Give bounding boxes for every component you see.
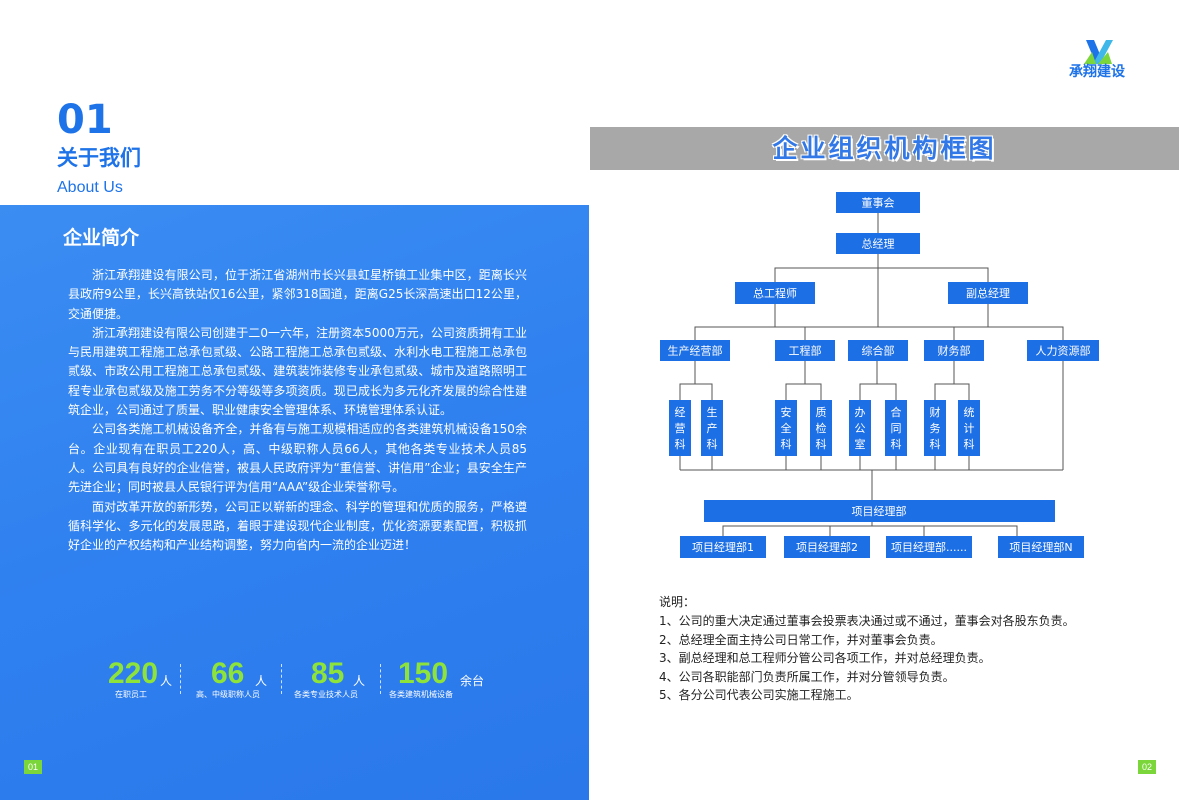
org-node-chief-engineer: 总工程师 (735, 282, 815, 304)
org-chart: 董事会 总经理 总工程师 副总经理 生产经营部 工程部 综合部 财务部 人力资源… (660, 192, 1099, 558)
stat-caption: 高、中级职称人员 (196, 690, 260, 699)
org-node-section: 生产科 (701, 400, 723, 456)
notes-list: 1、公司的重大决定通过董事会投票表决通过或不通过，董事会对各股东负责。 2、总经… (659, 612, 1075, 705)
notes-title: 说明： (659, 595, 696, 609)
org-node-label: 财务部 (938, 344, 971, 358)
org-chart-connectors (679, 213, 1064, 536)
org-node-label: 董事会 (862, 197, 895, 210)
note-item: 3、副总经理和总工程师分管公司各项工作，并对总经理负责。 (659, 651, 991, 665)
org-node-project: 项目经理部...... (886, 536, 972, 558)
stat-unit: 人 (255, 674, 268, 688)
org-node-department: 生产经营部 (660, 340, 730, 361)
stat-divider (180, 664, 182, 694)
org-section-label: 质检科 (816, 406, 827, 451)
note-item: 1、公司的重大决定通过董事会投票表决通过或不通过，董事会对各股东负责。 (659, 614, 1075, 628)
org-node-project-dept: 项目经理部 (704, 500, 1055, 522)
stat-caption: 各类专业技术人员 (294, 690, 358, 699)
org-node-section: 财务科 (924, 400, 946, 456)
org-section-label: 合同科 (891, 405, 902, 451)
intro-paragraph: 浙江承翔建设有限公司创建于二0一六年，注册资本5000万元，公司资质拥有工业与民… (68, 325, 527, 418)
org-section-label: 经营科 (675, 406, 686, 451)
intro-paragraph: 面对改革开放的新形势，公司正以崭新的理念、科学的管理和优质的服务，严格遵循科学化… (68, 499, 527, 553)
org-section-label: 生产科 (707, 405, 718, 451)
stat-value: 66 (211, 657, 245, 690)
page-number-left: 01 (24, 760, 42, 774)
org-node-section: 安全科 (775, 400, 797, 456)
org-node-board: 董事会 (836, 192, 920, 213)
org-node-department: 综合部 (848, 340, 908, 361)
note-item: 2、总经理全面主持公司日常工作，并对董事会负责。 (659, 632, 943, 647)
section-number: 01 (57, 97, 113, 143)
org-node-department: 工程部 (775, 340, 835, 361)
org-node-department: 财务部 (924, 340, 984, 361)
stat-value: 150 (398, 657, 449, 690)
org-node-label: 总经理 (862, 237, 895, 251)
org-node-label: 人力资源部 (1036, 344, 1091, 358)
note-item: 4、公司各职能部门负责所属工作，并对分管领导负责。 (659, 669, 955, 684)
org-node-department: 人力资源部 (1027, 340, 1099, 361)
stat-divider (281, 664, 283, 694)
org-node-label: 项目经理部 (852, 504, 907, 518)
org-node-label: 综合部 (862, 344, 895, 358)
org-title-bar (590, 127, 1179, 170)
org-sections: 经营科 生产科 安全科 质检科 办公室 合同科 财务科 统计科 (669, 400, 980, 456)
intro-paragraph: 浙江承翔建设有限公司，位于浙江省湖州市长兴县虹星桥镇工业集中区，距离长兴县政府9… (68, 268, 527, 321)
org-section-label: 安全科 (781, 405, 792, 451)
org-node-label: 副总经理 (966, 286, 1010, 300)
org-section-label: 财务科 (930, 405, 941, 451)
company-logo: 承翔建设 (1066, 36, 1128, 88)
org-node-label: 项目经理部...... (891, 540, 967, 554)
section-title: 关于我们 (57, 146, 141, 170)
org-node-project: 项目经理部1 (680, 536, 766, 558)
stat-caption: 在职员工 (115, 690, 147, 699)
org-section-label: 统计科 (964, 406, 975, 451)
org-node-project: 项目经理部2 (784, 536, 870, 558)
stat-unit: 人 (353, 674, 366, 688)
org-node-label: 工程部 (789, 344, 822, 358)
org-node-section: 经营科 (669, 400, 691, 456)
org-node-section: 统计科 (958, 400, 980, 456)
page-number-right: 02 (1138, 760, 1156, 774)
stat-caption: 各类建筑机械设备 (389, 690, 453, 699)
org-node-section: 办公室 (849, 400, 871, 456)
org-node-label: 项目经理部2 (796, 540, 858, 554)
intro-heading: 企业简介 (63, 227, 140, 249)
org-node-label: 生产经营部 (668, 344, 723, 358)
org-node-project: 项目经理部N (998, 536, 1084, 558)
org-section-label: 办公室 (855, 406, 866, 451)
stat-divider (380, 664, 382, 694)
org-node-label: 项目经理部N (1009, 540, 1072, 554)
org-node-label: 项目经理部1 (692, 540, 754, 554)
stat-value: 220 (108, 657, 159, 690)
org-node-section: 质检科 (810, 400, 832, 456)
section-subtitle: About Us (57, 179, 123, 196)
intro-body: 浙江承翔建设有限公司，位于浙江省湖州市长兴县虹星桥镇工业集中区，距离长兴县政府9… (68, 266, 527, 555)
company-logo-icon (1084, 40, 1113, 64)
org-node-deputy-gm: 副总经理 (948, 282, 1028, 304)
stat-unit: 余台 (460, 674, 485, 688)
org-node-general-manager: 总经理 (836, 233, 920, 254)
logo-text: 承翔建设 (1069, 64, 1125, 80)
stat-value: 85 (311, 657, 345, 690)
org-chart-title: 企业组织机构框图 (772, 134, 997, 163)
stat-unit: 人 (160, 674, 173, 688)
note-item: 5、各分公司代表公司实施工程施工。 (659, 688, 859, 702)
org-node-label: 总工程师 (753, 286, 797, 300)
org-node-section: 合同科 (885, 400, 907, 456)
intro-paragraph: 公司各类施工机械设备齐全，并备有与施工规模相适应的各类建筑机械设备150余台。企… (68, 422, 527, 495)
intro-panel (0, 205, 589, 800)
